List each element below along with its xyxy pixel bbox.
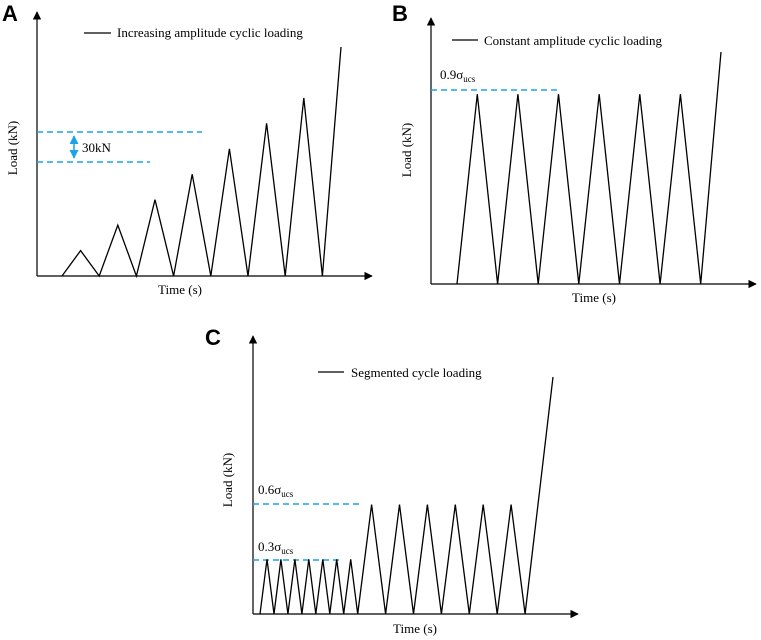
series-line-b bbox=[456, 51, 722, 285]
level-label-b-symbol: σ bbox=[456, 67, 463, 82]
level-label-b-prefix: 0.9 bbox=[440, 67, 456, 82]
legend-text-a: Increasing amplitude cyclic loading bbox=[117, 25, 303, 40]
panel-c: C Segmented cycle loading 0.6σucs 0.3σuc… bbox=[205, 325, 579, 636]
level-label-c-upper-symbol: σ bbox=[274, 482, 281, 497]
level-label-c-lower-prefix: 0.3 bbox=[258, 539, 274, 554]
y-axis-label-a: Load (kN) bbox=[5, 121, 20, 176]
level-label-b-sub: ucs bbox=[463, 74, 475, 84]
legend-text-b: Constant amplitude cyclic loading bbox=[484, 33, 662, 48]
level-label-c-upper: 0.6σucs bbox=[258, 482, 294, 499]
y-axis-label-c: Load (kN) bbox=[220, 453, 235, 508]
level-label-c-upper-prefix: 0.6 bbox=[258, 482, 275, 497]
panel-letter-b: B bbox=[392, 1, 408, 26]
y-axis-label-b: Load (kN) bbox=[399, 123, 414, 178]
level-label-c-lower-sub: ucs bbox=[281, 546, 293, 556]
panel-letter-c: C bbox=[205, 325, 221, 350]
series-line-c bbox=[259, 376, 554, 615]
series-line-a bbox=[61, 46, 342, 279]
x-axis-label-a: Time (s) bbox=[158, 282, 202, 297]
legend-text-c: Segmented cycle loading bbox=[351, 365, 482, 380]
level-label-c-lower: 0.3σucs bbox=[258, 539, 294, 556]
amplitude-label: 30kN bbox=[82, 140, 112, 155]
level-label-c-lower-symbol: σ bbox=[274, 539, 281, 554]
x-axis-label-b: Time (s) bbox=[572, 290, 616, 305]
panel-a: A Increasing amplitude cyclic loading 30… bbox=[2, 1, 373, 297]
panel-letter-a: A bbox=[2, 1, 18, 26]
x-axis-label-c: Time (s) bbox=[393, 621, 437, 636]
level-label-b: 0.9σucs bbox=[440, 67, 476, 84]
panel-b: B Constant amplitude cyclic loading 0.9σ… bbox=[392, 1, 757, 305]
level-label-c-upper-sub: ucs bbox=[281, 489, 293, 499]
